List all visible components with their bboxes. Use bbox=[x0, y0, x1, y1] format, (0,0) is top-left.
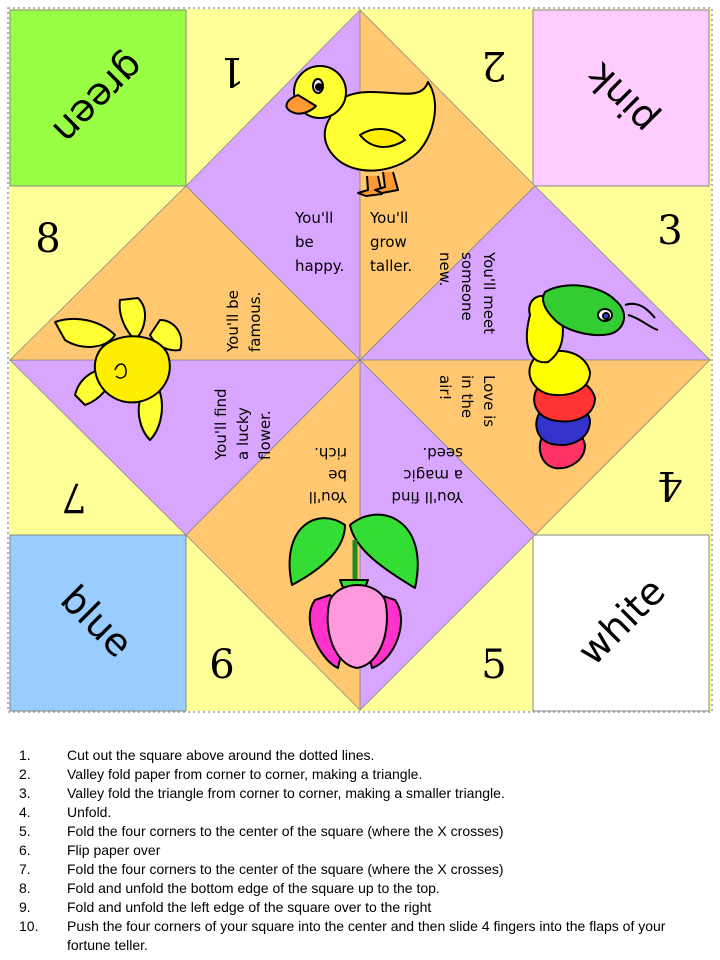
fortune-famous: You'll be famous. bbox=[224, 285, 264, 353]
number-7: 7 bbox=[61, 474, 86, 520]
instruction-item: 1.Cut out the square above around the do… bbox=[19, 747, 375, 763]
instruction-item: 3.Valley fold the triangle from corner t… bbox=[19, 785, 505, 801]
fortune-rich: You'll be rich. bbox=[304, 444, 348, 506]
corner-green bbox=[9, 9, 187, 187]
duck-icon bbox=[285, 65, 436, 197]
cut-line bbox=[7, 7, 713, 713]
tulip-icon bbox=[288, 513, 419, 669]
instruction-item: 10.Push the four corners of your square … bbox=[19, 918, 666, 953]
fortune-lucky-flower: You'll find a lucky flower. bbox=[212, 384, 274, 461]
panel-left-top bbox=[9, 185, 361, 361]
instruction-item: 7.Fold the four corners to the center of… bbox=[19, 861, 504, 877]
number-2: 2 bbox=[481, 42, 506, 88]
instruction-item: 9.Fold and unfold the left edge of the s… bbox=[19, 899, 432, 915]
fortune-magic-seed: You'll find a magic seed. bbox=[387, 444, 464, 506]
number-1: 1 bbox=[219, 48, 244, 94]
fortune-teller-board: green pink blue white 1 2 3 4 5 6 7 8 Yo… bbox=[7, 7, 713, 713]
number-6: 6 bbox=[209, 642, 234, 688]
daffodil-icon bbox=[54, 297, 183, 441]
number-5: 5 bbox=[481, 642, 506, 688]
corner-white bbox=[532, 534, 710, 712]
number-3: 3 bbox=[657, 208, 682, 254]
instruction-item: 6.Flip paper over bbox=[19, 842, 161, 858]
number-4: 4 bbox=[657, 462, 682, 508]
fortune-happy: You'll be happy. bbox=[294, 209, 344, 275]
fortune-someone-new: You'll meet someone new. bbox=[436, 251, 498, 339]
corner-pink bbox=[532, 9, 710, 187]
instruction-item: 8.Fold and unfold the bottom edge of the… bbox=[19, 880, 440, 896]
instruction-item: 4.Unfold. bbox=[19, 804, 112, 820]
number-8: 8 bbox=[35, 216, 60, 262]
fortune-taller: You'll grow taller. bbox=[369, 209, 413, 275]
corner-blue bbox=[9, 534, 187, 712]
instruction-item: 2.Valley fold paper from corner to corne… bbox=[19, 766, 423, 782]
instructions-list: 1.Cut out the square above around the do… bbox=[0, 746, 700, 955]
instruction-item: 5.Fold the four corners to the center of… bbox=[19, 823, 504, 839]
fortune-love: Love is in the air! bbox=[436, 375, 498, 432]
caterpillar-icon bbox=[525, 284, 659, 470]
